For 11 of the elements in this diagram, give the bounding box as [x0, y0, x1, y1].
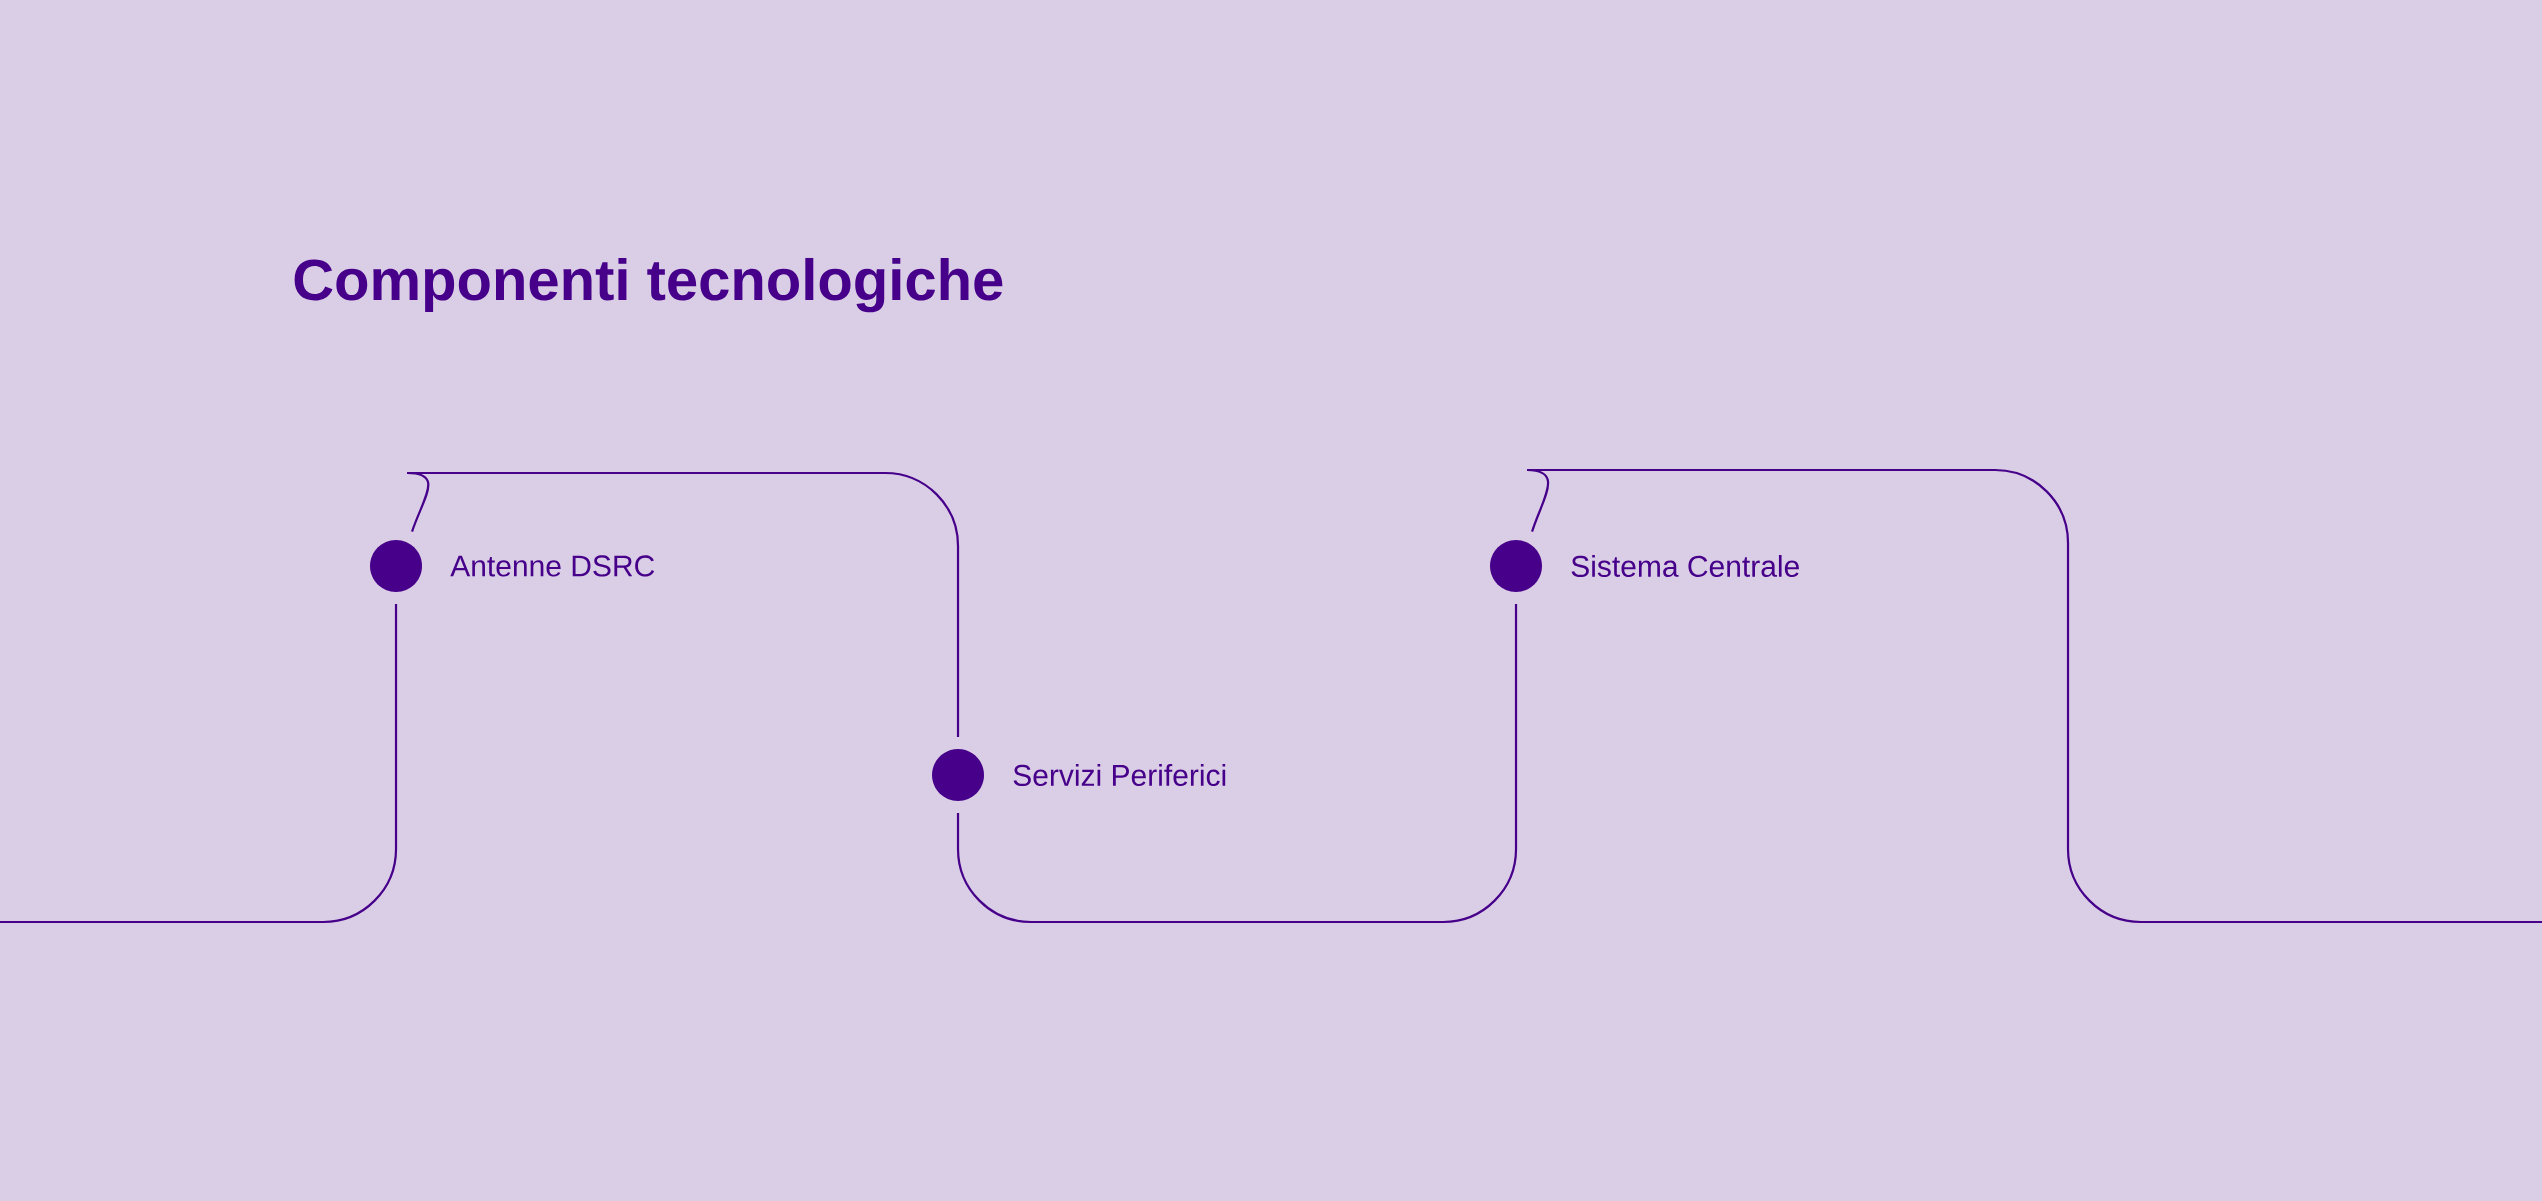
connector-line [405, 471, 960, 737]
dot [1490, 540, 1542, 592]
connector-line [1525, 468, 2542, 924]
node-label: Antenne DSRC [450, 555, 655, 577]
node-label: Servizi Periferici [1013, 764, 1226, 786]
title: Componenti tecnologiche [294, 257, 1003, 313]
dot [370, 540, 422, 592]
node-label: Sistema Centrale [1571, 555, 1799, 577]
connector-line [956, 604, 1518, 924]
connector-line [0, 604, 398, 924]
dot [932, 749, 984, 801]
